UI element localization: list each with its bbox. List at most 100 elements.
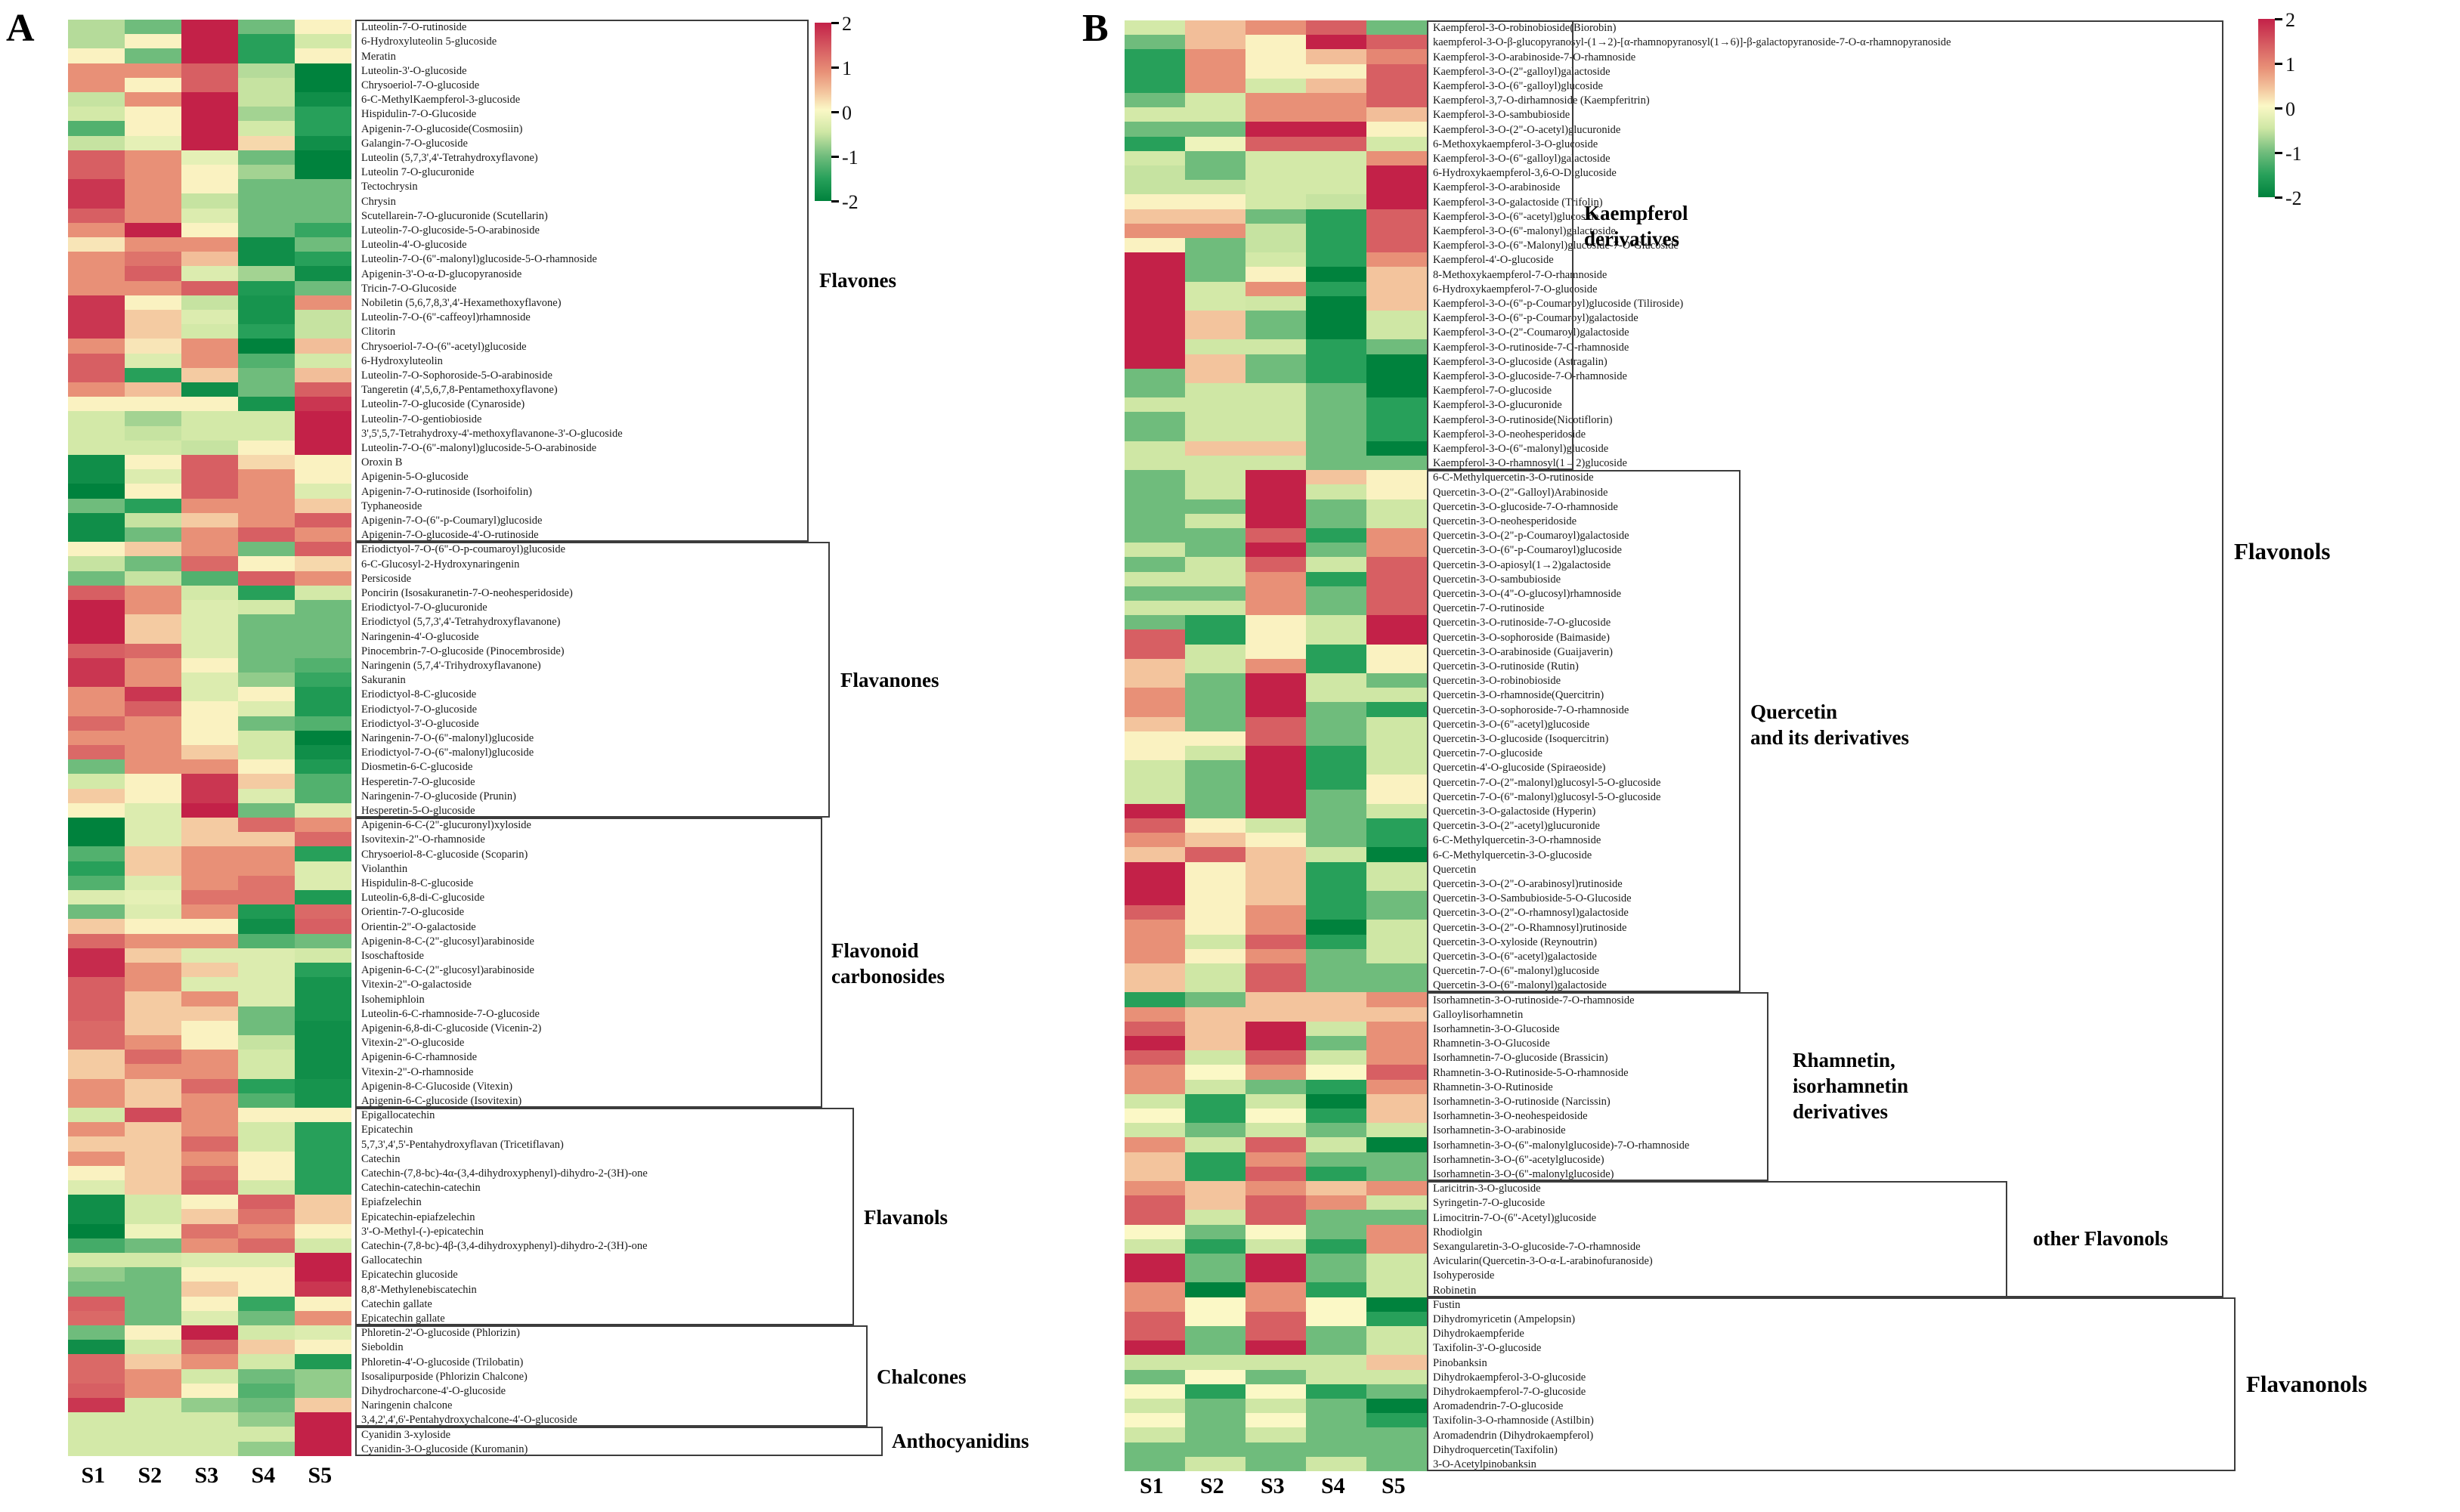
heatmap-cell (238, 121, 296, 136)
row-label: Isorhamnetin-3-O-Glucoside (1433, 1023, 1560, 1035)
heatmap-cell (1125, 1456, 1186, 1472)
heatmap-cell (295, 165, 352, 180)
heatmap-cell (295, 1412, 352, 1427)
heatmap-cell (1125, 383, 1186, 398)
heatmap-cell (1125, 209, 1186, 224)
heatmap-cell (1185, 295, 1246, 311)
heatmap-cell (1306, 1036, 1367, 1051)
heatmap-cell (1245, 20, 1307, 36)
heatmap-cell (1125, 601, 1186, 616)
heatmap-cell (1125, 760, 1186, 775)
heatmap-cell (295, 266, 352, 281)
heatmap-cell (238, 1165, 296, 1181)
heatmap-cell (1306, 615, 1367, 630)
colorbar (2258, 19, 2275, 197)
heatmap-cell (125, 193, 182, 209)
heatmap-cell (295, 527, 352, 543)
heatmap-cell (125, 948, 182, 963)
heatmap-cell (1245, 223, 1307, 239)
colorbar-tick (2275, 151, 2282, 154)
heatmap-cell (238, 1223, 296, 1239)
heatmap-cell (1185, 93, 1246, 108)
heatmap-cell (125, 512, 182, 528)
column-label: S3 (194, 1463, 219, 1488)
row-label: Quercetin-3-O-sophoroside-7-O-rhamnoside (1433, 703, 1629, 716)
heatmap-cell (68, 730, 125, 746)
heatmap-cell (68, 1209, 125, 1224)
row-label: Kaempferol-3-O-rutinoside-7-O-rhamnoside (1433, 341, 1629, 354)
row-label: Apigenin-7-O-glucoside-4'-O-rutinoside (361, 529, 539, 542)
heatmap-cell (1245, 93, 1307, 108)
heatmap-cell (1185, 1123, 1246, 1138)
heatmap-cell (1306, 1093, 1367, 1109)
heatmap-cell (1245, 238, 1307, 253)
heatmap-cell (238, 1368, 296, 1384)
heatmap-cell (181, 353, 239, 369)
heatmap-cell (1245, 456, 1307, 471)
colorbar-tick (2275, 196, 2282, 199)
heatmap-cell (1125, 1326, 1186, 1341)
heatmap-cell (295, 556, 352, 571)
row-label: Dihydromyricetin (Ampelopsin) (1433, 1313, 1576, 1325)
heatmap-cell (125, 484, 182, 499)
row-label: Isorhamnetin-3-O-neohespeidoside (1433, 1110, 1588, 1123)
heatmap-cell (68, 498, 125, 514)
heatmap-cell (1125, 35, 1186, 50)
heatmap-cell (68, 1122, 125, 1137)
heatmap-cell (1245, 528, 1307, 543)
heatmap-cell (125, 1282, 182, 1297)
heatmap-cell (1245, 397, 1307, 413)
heatmap-cell (1366, 136, 1428, 152)
heatmap-cell (125, 1050, 182, 1065)
heatmap-cell (1366, 1036, 1428, 1051)
heatmap-cell (1306, 368, 1367, 384)
heatmap-cell (68, 150, 125, 165)
heatmap-cell (1245, 716, 1307, 732)
heatmap-cell (1245, 615, 1307, 630)
heatmap-cell (181, 527, 239, 543)
heatmap-cell (68, 1006, 125, 1022)
heatmap-cell (1306, 1268, 1367, 1283)
heatmap-cell (181, 1427, 239, 1442)
heatmap-cell (125, 542, 182, 557)
heatmap-cell (1306, 1137, 1367, 1152)
heatmap-cell (295, 991, 352, 1006)
heatmap-cell (1306, 702, 1367, 717)
heatmap-cell (1245, 252, 1307, 267)
heatmap-cell (125, 339, 182, 354)
heatmap-cell (181, 1078, 239, 1094)
row-label: Hispidulin-8-C-glucoside (361, 877, 474, 889)
heatmap-cell (238, 774, 296, 789)
heatmap-cell (1306, 528, 1367, 543)
heatmap-cell (181, 875, 239, 891)
heatmap-cell (1125, 1340, 1186, 1356)
heatmap-cell (1125, 571, 1186, 587)
colorbar-tick-label: 2 (842, 13, 852, 35)
row-label: Vitexin-2"-O-glucoside (361, 1037, 465, 1050)
heatmap-cell (238, 846, 296, 861)
row-label: Apigenin-8-C-Glucoside (Vitexin) (361, 1080, 513, 1093)
heatmap-cell (1366, 165, 1428, 181)
row-label: Laricitrin-3-O-glucoside (1433, 1183, 1541, 1195)
row-label: Dihydroquercetin(Taxifolin) (1433, 1443, 1558, 1456)
heatmap-cell (295, 570, 352, 586)
heatmap-cell (1366, 383, 1428, 398)
heatmap-cell (295, 846, 352, 861)
row-label: Kaempferol-3-O-galactoside (Trifolin) (1433, 196, 1603, 209)
heatmap-cell (1185, 528, 1246, 543)
row-label: Kaempferol-3-O-rutinoside(Nicotiflorin) (1433, 413, 1613, 426)
heatmap-cell (1125, 20, 1186, 36)
heatmap-cell (181, 1267, 239, 1282)
heatmap-cell (1125, 368, 1186, 384)
heatmap-cell (1245, 1238, 1307, 1254)
heatmap-cell (1125, 1224, 1186, 1240)
heatmap-cell (1245, 295, 1307, 311)
heatmap-cell (1125, 63, 1186, 79)
heatmap-cell (1185, 20, 1246, 36)
row-label: Quercetin-3-O-robinobioside (1433, 675, 1561, 688)
heatmap-cell (181, 1368, 239, 1384)
heatmap-cell (1125, 861, 1186, 877)
heatmap-cell (238, 1180, 296, 1195)
heatmap-cell (68, 1136, 125, 1152)
heatmap-cell (1185, 1152, 1246, 1167)
